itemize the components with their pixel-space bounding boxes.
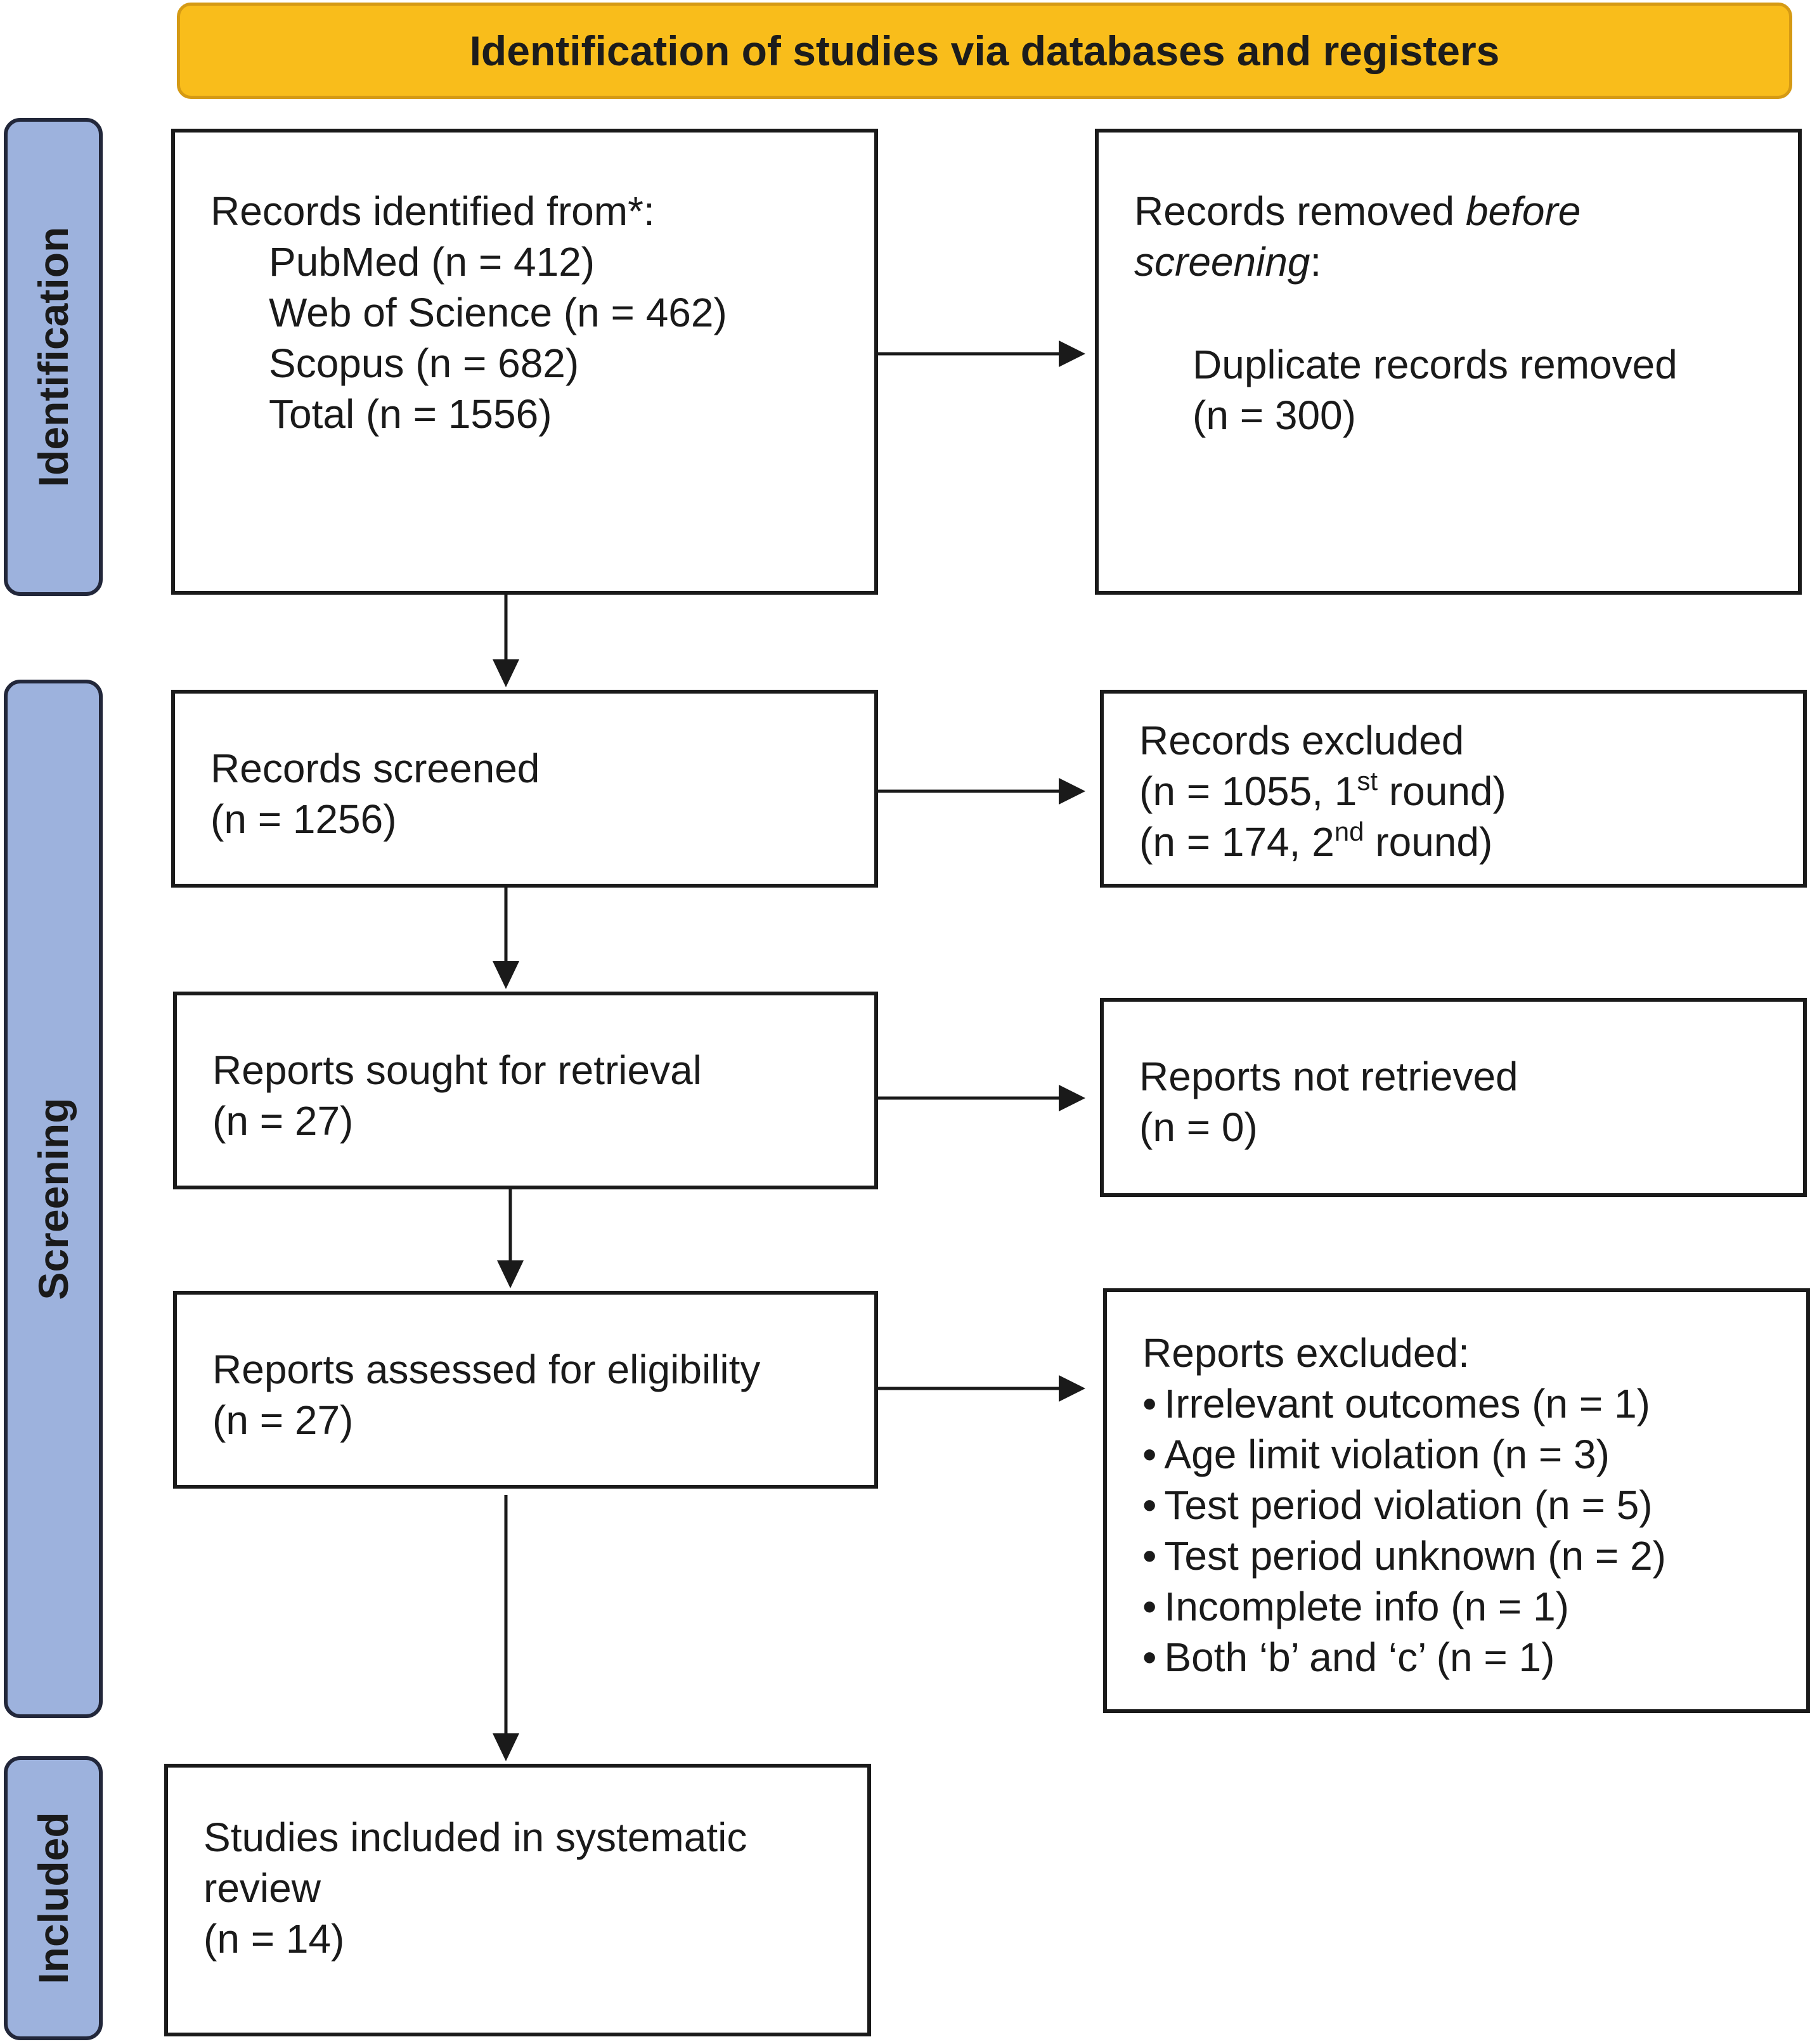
round2-suffix: round) (1364, 819, 1493, 865)
reports-sought-box: Reports sought for retrieval (n = 27) (173, 992, 878, 1189)
round1-sup: st (1357, 766, 1378, 796)
records-screened-box: Records screened (n = 1256) (171, 690, 878, 888)
arrowhead (497, 1260, 524, 1288)
reason-item: Test period violation (n = 5) (1142, 1480, 1806, 1530)
reports-assessed-label: Reports assessed for eligibility (212, 1347, 761, 1392)
reports-not-retrieved-box: Reports not retrieved (n = 0) (1100, 998, 1807, 1197)
source-scopus: Scopus (n = 682) (269, 340, 579, 386)
phase-identification: Identification (4, 118, 103, 596)
arrowhead (493, 659, 519, 687)
reports-assessed-count: (n = 27) (212, 1397, 354, 1443)
records-identified-heading: Records identified from*: (210, 188, 655, 234)
header-title: Identification of studies via databases … (469, 27, 1500, 74)
arrowhead (1059, 778, 1085, 805)
records-excluded-round2: (n = 174, 2nd round) (1139, 817, 1803, 867)
studies-included-box: Studies included in systematic review (n… (164, 1764, 871, 2036)
arrowhead (1059, 1085, 1085, 1111)
round1-prefix: (n = 1055, 1 (1139, 768, 1357, 814)
duplicate-records-count: (n = 300) (1193, 392, 1356, 438)
reports-excluded-box: Reports excluded: Irrelevant outcomes (n… (1103, 1288, 1810, 1713)
reason-item: Test period unknown (n = 2) (1142, 1530, 1806, 1581)
records-identified-box: Records identified from*: PubMed (n = 41… (171, 129, 878, 595)
records-removed-heading-suffix: : (1310, 239, 1322, 285)
records-removed-heading-em2: screening (1134, 239, 1310, 285)
reason-item: Irrelevant outcomes (n = 1) (1142, 1378, 1806, 1429)
round1-suffix: round) (1378, 768, 1506, 814)
reports-excluded-heading: Reports excluded: (1142, 1330, 1470, 1376)
reports-not-retrieved-count: (n = 0) (1139, 1104, 1258, 1150)
arrowhead (1059, 340, 1085, 367)
studies-included-line1: Studies included in systematic (204, 1814, 747, 1860)
reason-item: Incomplete info (n = 1) (1142, 1581, 1806, 1632)
source-pubmed: PubMed (n = 412) (269, 239, 595, 285)
arrowhead (1059, 1375, 1085, 1402)
duplicate-records-label: Duplicate records removed (1193, 342, 1677, 387)
reason-item: Age limit violation (n = 3) (1142, 1429, 1806, 1480)
reports-not-retrieved-label: Reports not retrieved (1139, 1054, 1518, 1099)
source-total: Total (n = 1556) (269, 391, 552, 437)
arrowhead (493, 961, 519, 989)
reports-sought-count: (n = 27) (212, 1098, 354, 1144)
studies-included-count: (n = 14) (204, 1916, 345, 1962)
records-screened-count: (n = 1256) (210, 796, 397, 842)
records-removed-box: Records removed before screening: Duplic… (1095, 129, 1802, 595)
reports-sought-label: Reports sought for retrieval (212, 1047, 702, 1093)
phase-screening: Screening (4, 680, 103, 1718)
records-excluded-label: Records excluded (1139, 718, 1464, 763)
records-excluded-box: Records excluded (n = 1055, 1st round) (… (1100, 690, 1807, 888)
records-removed-heading: Records removed before (1134, 186, 1798, 236)
studies-included-line2: review (204, 1865, 321, 1911)
reason-item: Both ‘b’ and ‘c’ (n = 1) (1142, 1632, 1806, 1683)
source-web-of-science: Web of Science (n = 462) (269, 290, 727, 335)
records-screened-label: Records screened (210, 746, 540, 791)
reports-assessed-box: Reports assessed for eligibility (n = 27… (173, 1291, 878, 1489)
records-removed-heading-em1: before (1465, 188, 1581, 234)
records-removed-heading-prefix: Records removed (1134, 188, 1466, 234)
arrowhead (493, 1733, 519, 1761)
phase-included: Included (4, 1756, 103, 2040)
records-removed-heading-line2: screening: (1134, 236, 1798, 287)
round2-sup: nd (1334, 817, 1364, 846)
records-excluded-round1: (n = 1055, 1st round) (1139, 766, 1803, 817)
round2-prefix: (n = 174, 2 (1139, 819, 1335, 865)
header-banner: Identification of studies via databases … (177, 3, 1792, 99)
